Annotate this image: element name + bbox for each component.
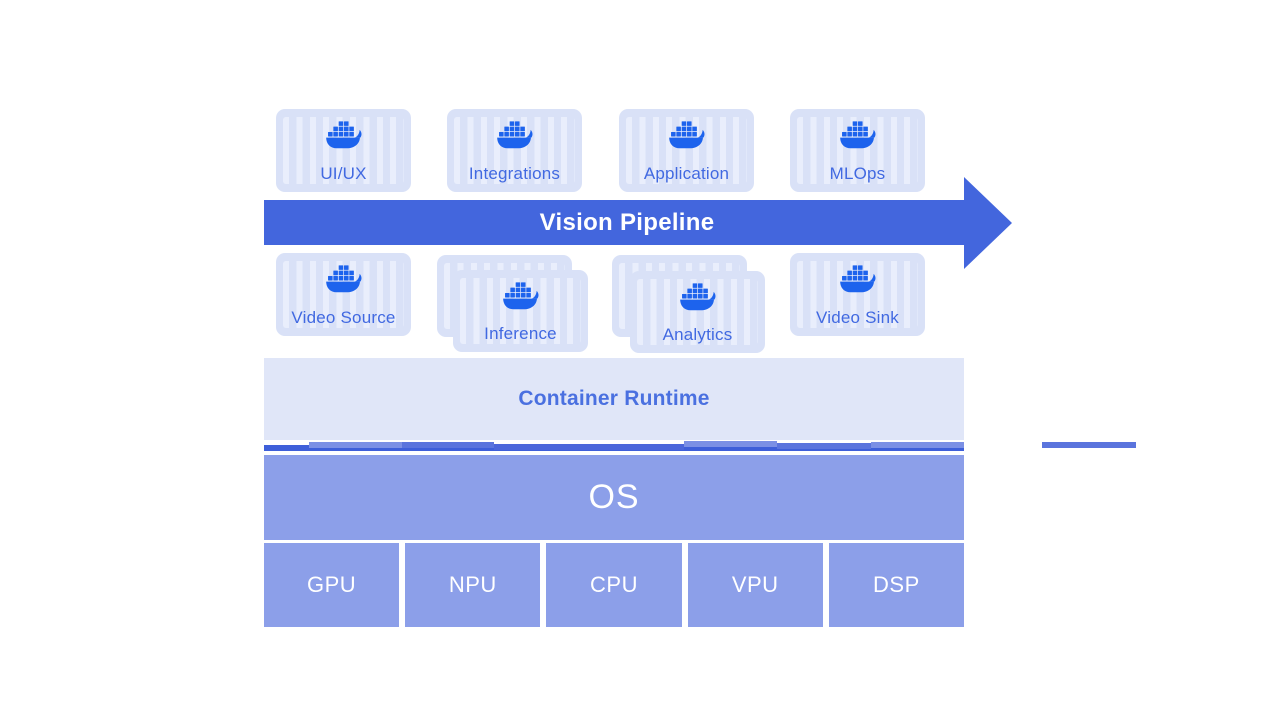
docker-whale-icon: [839, 265, 877, 293]
hardware-chip-dsp: DSP: [828, 543, 965, 627]
hardware-chip-label: GPU: [307, 572, 357, 597]
container-box-video-source: Video Source: [276, 253, 411, 336]
container-label: Integrations: [468, 164, 561, 183]
container-runtime-label: Container Runtime: [518, 387, 710, 410]
container-runtime-layer: Container Runtime: [264, 358, 964, 440]
container-label: Inference: [484, 324, 557, 343]
container-box-integrations: Integrations: [447, 109, 582, 192]
hardware-chip-label: VPU: [731, 572, 779, 597]
docker-whale-icon: [325, 265, 363, 293]
hardware-chip-vpu: VPU: [687, 543, 823, 627]
docker-whale-icon: [839, 121, 877, 149]
container-label: Application: [643, 164, 730, 183]
hardware-chip-cpu: CPU: [546, 543, 682, 627]
container-box-inference: Inference: [453, 270, 588, 352]
divider-segment: [871, 442, 964, 448]
container-box-application: Application: [619, 109, 754, 192]
container-box-analytics: Analytics: [630, 271, 765, 353]
vision-pipeline-label: Vision Pipeline: [539, 208, 715, 236]
container-label: Video Source: [291, 308, 396, 327]
container-box-video-sink: Video Sink: [790, 253, 925, 336]
hardware-chip-label: CPU: [590, 572, 638, 597]
hardware-chip-gpu: GPU: [264, 543, 400, 627]
hardware-chip-npu: NPU: [405, 543, 541, 627]
container-label: Analytics: [662, 325, 733, 344]
hardware-chip-label: DSP: [873, 572, 920, 597]
docker-whale-icon: [502, 282, 540, 310]
hardware-row: GPU NPU CPU VPU DSP: [264, 543, 965, 627]
os-layer: OS: [264, 455, 964, 540]
container-box-uiux: UI/UX: [276, 109, 411, 192]
divider-segment: [309, 442, 402, 448]
container-box-mlops: MLOps: [790, 109, 925, 192]
os-label: OS: [588, 478, 640, 516]
divider-segment: [494, 444, 684, 450]
vision-pipeline-arrow: Vision Pipeline: [264, 200, 964, 245]
container-label: MLOps: [829, 164, 886, 183]
divider-segment: [684, 441, 777, 447]
divider-segment: [777, 443, 871, 449]
docker-whale-icon: [496, 121, 534, 149]
container-label: Video Sink: [816, 308, 899, 327]
docker-whale-icon: [679, 283, 717, 311]
vision-pipeline-arrowhead: [964, 177, 1012, 269]
docker-whale-icon: [325, 121, 363, 149]
runtime-os-divider: [264, 441, 1136, 452]
docker-whale-icon: [668, 121, 706, 149]
divider-segment: [1042, 442, 1136, 448]
divider-segment: [402, 442, 494, 448]
container-label: UI/UX: [320, 164, 367, 183]
hardware-chip-label: NPU: [448, 572, 497, 597]
